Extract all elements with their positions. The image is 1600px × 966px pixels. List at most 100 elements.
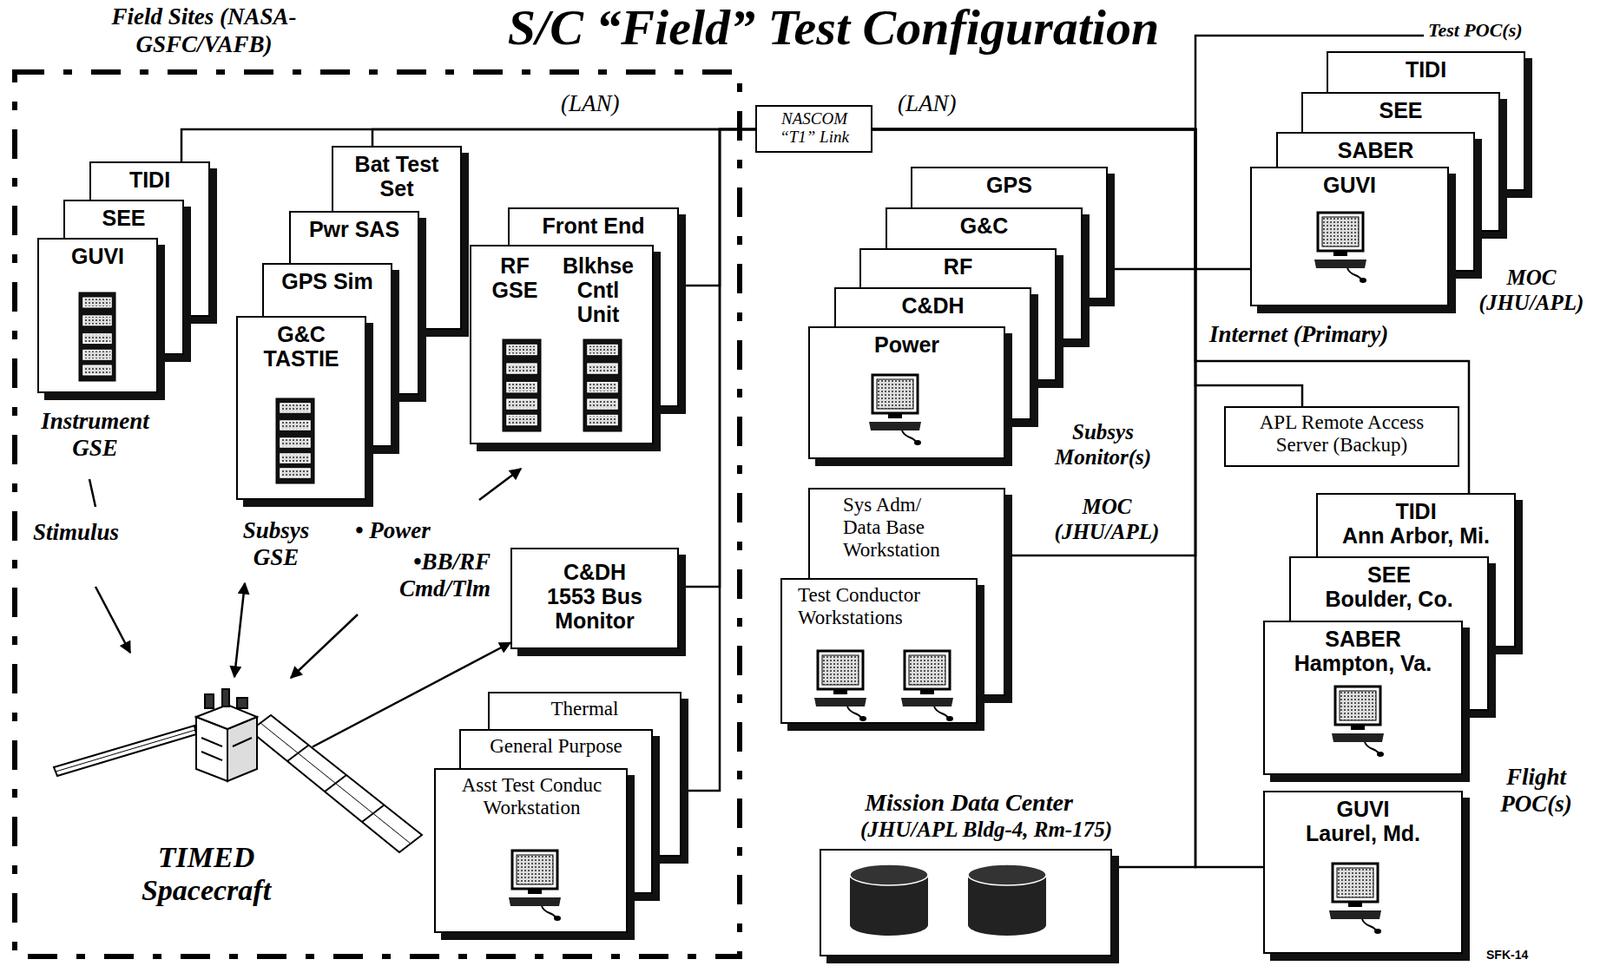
node-text: Power — [816, 332, 997, 357]
node-text: Pwr SAS — [297, 217, 411, 242]
node-text: Front End — [516, 213, 671, 238]
poc-card: SABERHampton, Va. — [1263, 620, 1463, 776]
node-text: RF — [868, 254, 1048, 279]
node-text: Field Sites (NASA-GSFC/VAFB) — [73, 3, 335, 60]
node-text: G&C TASTIE — [244, 322, 358, 371]
label-text: MOC (JHU/APL) — [1469, 265, 1594, 317]
label-text: •BB/RF Cmd/Tlm — [347, 548, 491, 603]
gse-card: RF GSEBlkhse Cntl Unit — [469, 244, 654, 445]
node-text: SEE — [1310, 98, 1492, 123]
node-text: GUVI — [1258, 172, 1441, 198]
label-box: Stimulus — [32, 519, 119, 547]
equipment-rack-icon — [582, 338, 623, 433]
gse-card: GUVI — [37, 237, 159, 394]
node-text: Blkhse Cntl Unit — [553, 253, 644, 327]
node-text: GPS Sim — [270, 269, 384, 294]
link-box: NASCOM “T1” Link — [755, 105, 873, 153]
node-text: SEE — [1297, 562, 1481, 587]
connector — [678, 129, 756, 587]
label-box: Test POC(s) — [1428, 19, 1523, 41]
label-box: Internet (Primary) — [1209, 321, 1389, 349]
node-text: GPS — [919, 172, 1100, 198]
data-center: Mission Data Center(JHU/APL Bldg-4, Rm-1… — [819, 849, 1113, 957]
workstation-icon — [1330, 684, 1386, 758]
node-text: TIDI — [98, 167, 202, 192]
label-text: Stimulus — [32, 519, 119, 547]
node-text: TIDI — [1324, 499, 1508, 524]
label-text: MOC (JHU/APL) — [1046, 494, 1168, 546]
leader-arrows — [89, 35, 1424, 679]
equipment-rack-icon — [78, 291, 117, 382]
node-text: NASCOM “T1” Link — [762, 110, 867, 147]
node-text: SABER — [1284, 138, 1467, 163]
label-text: (LAN) — [560, 90, 620, 118]
title-text: S/C “Field” Test Configuration — [364, 0, 1303, 57]
label-box: MOC (JHU/APL) — [1469, 265, 1594, 317]
node-text: APL Remote Access Server (Backup) — [1255, 411, 1429, 457]
label-text: (LAN) — [897, 90, 957, 118]
label-box: • Power — [355, 517, 431, 545]
label-text: Test POC(s) — [1428, 19, 1523, 41]
disk-drive-icon — [848, 862, 930, 938]
label-text: Instrument GSE — [19, 408, 172, 462]
node-text: Test Conductor Workstations — [797, 584, 963, 630]
workstation-icon — [506, 849, 563, 922]
timed-spacecraft-drawing — [53, 689, 422, 853]
node-text: Laurel, Md. — [1271, 821, 1455, 846]
node-text: (JHU/APL Bldg-4, Rm-175) — [803, 816, 1169, 843]
node-text: SABER — [1271, 626, 1455, 652]
workstation-icon — [867, 373, 923, 447]
server-box: APL Remote Access Server (Backup) — [1224, 406, 1460, 468]
workstation-card: Asst Test Conduc Workstation — [434, 768, 628, 934]
workstation-icon — [899, 649, 955, 723]
connector — [681, 129, 756, 791]
node-text: Boulder, Co. — [1297, 586, 1481, 612]
monitor-box: C&DH 1553 Bus Monitor — [510, 547, 679, 650]
spacecraft: TIMED Spacecraft — [99, 694, 313, 912]
label-text: Subsys Monitor(s) — [1040, 420, 1166, 471]
label-box: (LAN) — [897, 90, 957, 118]
node-text: GUVI — [46, 243, 150, 269]
title-box: S/C “Field” Test Configuration — [364, 0, 1303, 57]
label-text: Subsys GSE — [223, 517, 329, 572]
node-text: Bat Test Set — [347, 151, 448, 201]
field-sites-region: Field Sites (NASA-GSFC/VAFB)TIDISEEGUVIB… — [12, 69, 743, 960]
workstation-icon — [1327, 862, 1383, 935]
poc-card: GUVI — [1250, 166, 1449, 307]
node-text: Hampton, Va. — [1271, 651, 1455, 676]
disk-drive-icon — [966, 862, 1048, 938]
workstation-icon — [812, 649, 869, 723]
label-box: Flight POC(s) — [1486, 763, 1587, 818]
node-text: SEE — [72, 205, 176, 231]
gse-card: G&C TASTIE — [236, 316, 367, 501]
node-text: TIMED Spacecraft — [119, 841, 294, 907]
equipment-rack-icon — [275, 397, 316, 485]
node-text: GUVI — [1271, 796, 1455, 822]
workstation-card: Test Conductor Workstations — [780, 578, 978, 725]
label-text: Flight POC(s) — [1486, 763, 1587, 818]
node-text: C&DH — [842, 293, 1023, 318]
node-text: Asst Test Conduc Workstation — [442, 774, 621, 820]
node-text: Sys Adm/ Data Base Workstation — [842, 493, 956, 561]
node-text: Ann Arbor, Mi. — [1324, 523, 1508, 548]
label-box: •BB/RF Cmd/Tlm — [347, 548, 491, 603]
node-text: G&C — [894, 213, 1074, 238]
label-text: Internet (Primary) — [1209, 321, 1389, 349]
node-text: Mission Data Center — [795, 788, 1143, 817]
workstation-icon — [1312, 210, 1369, 284]
label-text: • Power — [355, 517, 431, 545]
equipment-rack-icon — [501, 338, 542, 433]
label-box: Subsys GSE — [223, 517, 329, 572]
label-box: Subsys Monitor(s) — [1040, 420, 1166, 471]
label-box: Instrument GSE — [19, 408, 172, 462]
connector — [678, 129, 756, 286]
connector — [181, 129, 756, 162]
label-box: SFK-14 — [1486, 948, 1528, 963]
node-text: General Purpose — [467, 735, 645, 758]
monitor-card: Power — [808, 326, 1006, 460]
label-box: (LAN) — [560, 90, 620, 118]
label-text: SFK-14 — [1486, 948, 1528, 963]
node-text: C&DH 1553 Bus Monitor — [538, 559, 652, 633]
label-box: MOC (JHU/APL) — [1046, 494, 1168, 546]
